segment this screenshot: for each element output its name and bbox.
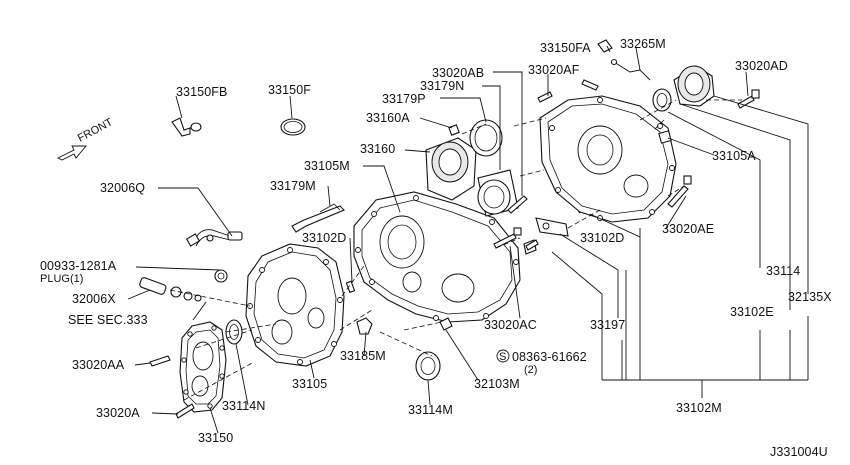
label-33179n: 33179N: [420, 79, 464, 93]
label-33020a: 33020A: [96, 406, 140, 420]
label-08363-qty: (2): [524, 364, 537, 376]
bolt-33020aa-part: [149, 355, 171, 367]
oil-gutter-33179m-part: [291, 203, 345, 233]
label-33197: 33197: [590, 318, 625, 332]
label-33102e: 33102E: [730, 305, 774, 319]
label-32103m: 32103M: [474, 377, 520, 391]
rear-case-part: [539, 95, 677, 223]
label-33105a: 33105A: [712, 149, 756, 163]
label-33150: 33150: [198, 431, 233, 445]
label-see-sec: SEE SEC.333: [68, 313, 148, 327]
magnet-33185m-part: [356, 317, 373, 335]
label-33102d-right: 33102D: [580, 231, 624, 245]
label-33020af: 33020AF: [528, 63, 580, 77]
label-33105: 33105: [292, 377, 327, 391]
bolt-33020a-part: [175, 403, 195, 419]
bolt-33020ab-part: [507, 195, 528, 214]
label-33160: 33160: [360, 142, 395, 156]
assembly-lines: [169, 99, 742, 401]
label-plug: PLUG(1): [40, 273, 83, 285]
label-08363-symbol: S: [499, 351, 506, 363]
label-33020aa: 33020AA: [72, 358, 125, 372]
plug-00933-part: [214, 269, 228, 283]
label-33265m: 33265M: [620, 37, 666, 51]
bushing-33105a-part: [658, 130, 672, 144]
label-33114n: 33114N: [222, 399, 265, 413]
label-33150fb: 33150FB: [176, 85, 227, 99]
oil-seal-33114-part: [652, 88, 672, 112]
speed-sensor-32006x-part: [139, 277, 202, 302]
label-33179m: 33179M: [270, 179, 316, 193]
seal-33114m-part: [415, 351, 441, 381]
label-32006q: 32006Q: [100, 181, 145, 195]
label-33020ad: 33020AD: [735, 59, 788, 73]
sensor-harness-32006q-part: [185, 229, 243, 247]
label-33185m: 33185M: [340, 349, 386, 363]
bracket-33265m-part: [610, 58, 651, 81]
bolt-33160a-part: [448, 124, 460, 136]
bolt-08363-part: [525, 239, 539, 251]
label-33020ac: 33020AC: [484, 318, 537, 332]
clip-33150fa-part: [597, 39, 613, 53]
label-33020ae: 33020AE: [662, 222, 714, 236]
label-33179p: 33179P: [382, 92, 426, 106]
bolt-33020ad-part: [737, 89, 760, 109]
leader-lines: [127, 45, 809, 434]
label-33102d-left: 33102D: [302, 231, 346, 245]
retainer-33160-part: [425, 137, 477, 201]
label-33020ab: 33020AB: [432, 66, 484, 80]
label-33114m: 33114M: [408, 403, 453, 417]
label-32135x: 32135X: [788, 290, 832, 304]
clamp-33150f-part: [280, 118, 306, 136]
sleeve-33179n-part: [477, 169, 519, 217]
figure-id: J331004U: [770, 445, 828, 459]
dowel-pin-33102d-left-part: [345, 280, 356, 294]
label-00933: 00933-1281A: [40, 259, 117, 273]
label-33150f: 33150F: [268, 83, 311, 97]
label-33105m: 33105M: [304, 159, 350, 173]
front-case-33105-part: [245, 243, 345, 367]
label-33102m: 33102M: [676, 401, 722, 415]
label-33114: 33114: [766, 264, 800, 278]
label-08363-group: S 08363-61662 (2): [496, 349, 587, 376]
bolt-33020ae-part: [667, 175, 692, 208]
extension-32135x-part: [673, 65, 715, 107]
bolt-33020ac-part: [493, 227, 522, 249]
label-33150fa: 33150FA: [540, 41, 591, 55]
ring-33179p-part: [469, 119, 503, 157]
front-cover-33150-part: [179, 321, 227, 413]
clip-33150fb-part: [171, 117, 202, 137]
front-label: FRONT: [76, 116, 115, 145]
center-case-33105m-part: [353, 191, 521, 323]
label-32006x: 32006X: [72, 292, 116, 306]
label-33160a: 33160A: [366, 111, 410, 125]
front-arrow-icon: [56, 145, 87, 161]
plug-32103m-part: [439, 317, 453, 331]
label-08363: 08363-61662: [512, 350, 587, 364]
bolt-33020af-part: [537, 79, 599, 103]
